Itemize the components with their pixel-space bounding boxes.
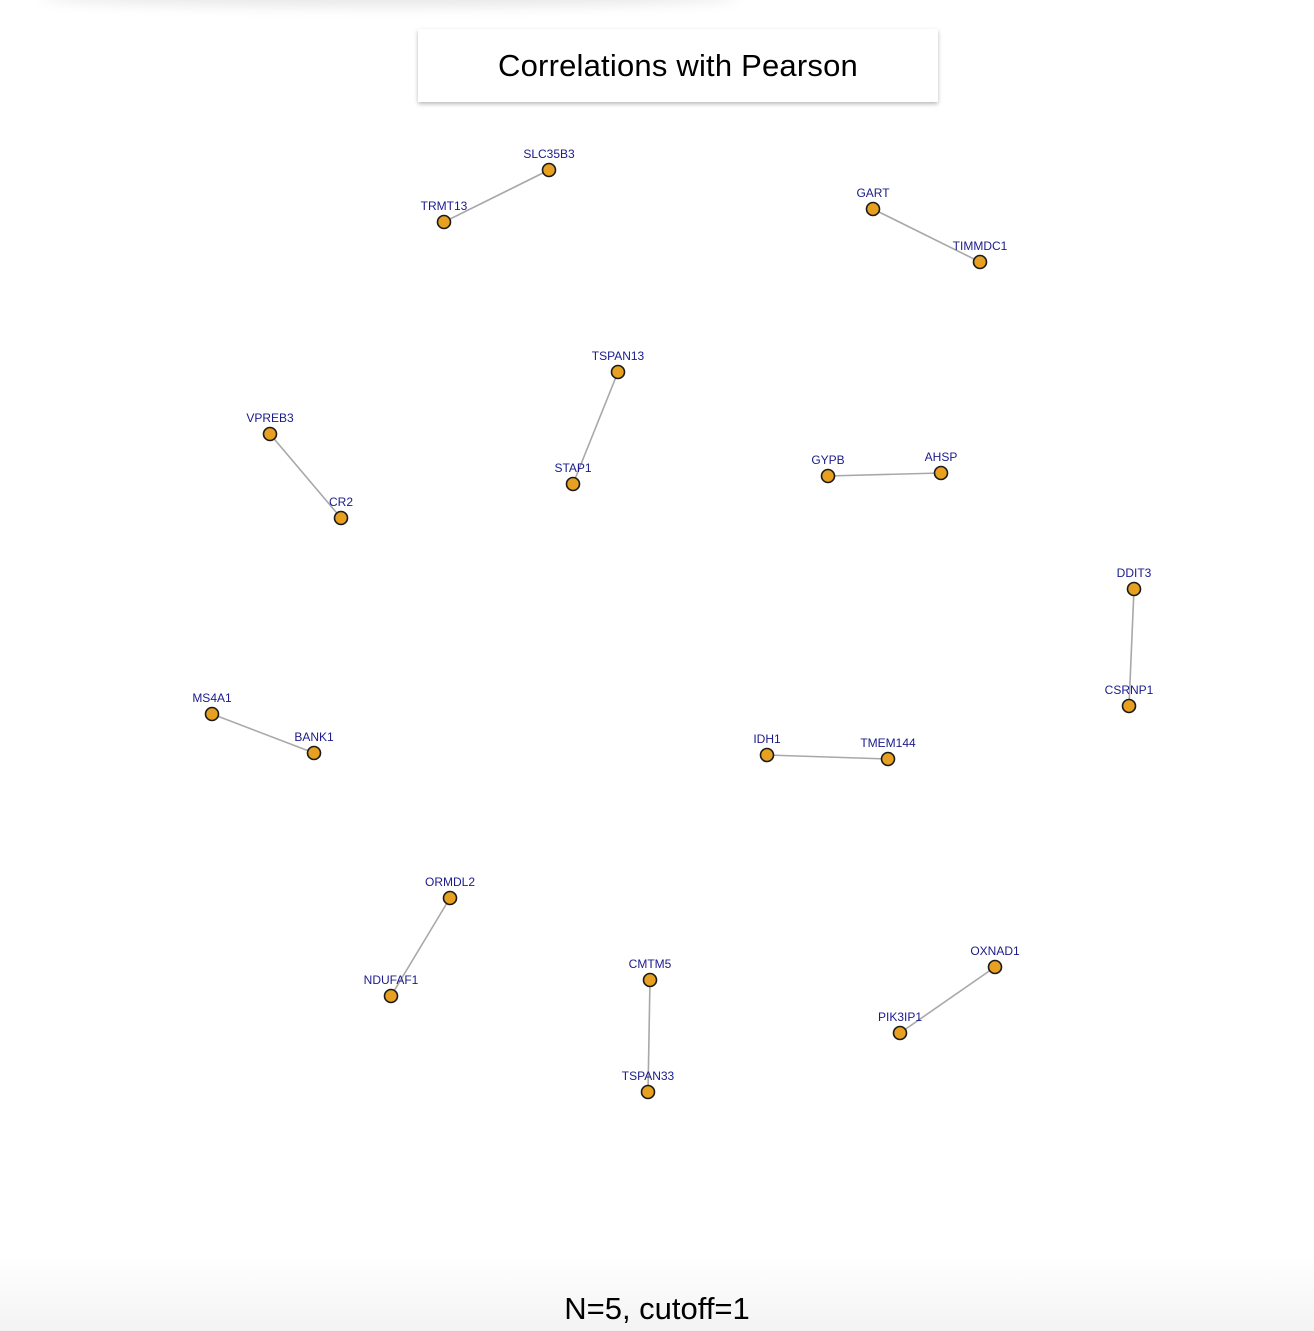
- node-tmem144[interactable]: [880, 751, 896, 767]
- edges-layer: [211, 169, 1135, 1093]
- edge-tspan13-stap1: [572, 371, 619, 485]
- node-label-vpreb3: VPREB3: [246, 411, 294, 425]
- node-label-gart: GART: [856, 186, 890, 200]
- node-ormdl2[interactable]: [442, 890, 458, 906]
- node-label-slc35b3: SLC35B3: [523, 147, 575, 161]
- edge-ormdl2-ndufaf1: [390, 897, 451, 997]
- title-box: Correlations with Pearson: [418, 29, 938, 102]
- edge-ddit3-csrnp1: [1128, 588, 1135, 707]
- edge-vpreb3-cr2: [269, 433, 342, 519]
- node-tspan33[interactable]: [640, 1084, 656, 1100]
- node-gart[interactable]: [865, 201, 881, 217]
- node-cr2[interactable]: [333, 510, 349, 526]
- node-label-tspan33: TSPAN33: [622, 1069, 675, 1083]
- node-label-cr2: CR2: [329, 495, 353, 509]
- node-ahsp[interactable]: [933, 465, 949, 481]
- edge-idh1-tmem144: [766, 754, 889, 760]
- edge-gypb-ahsp: [827, 472, 942, 477]
- edge-ms4a1-bank1: [211, 713, 315, 754]
- node-stap1[interactable]: [565, 476, 581, 492]
- graph-title: Correlations with Pearson: [498, 47, 858, 83]
- node-bank1[interactable]: [306, 745, 322, 761]
- node-label-stap1: STAP1: [554, 461, 591, 475]
- edge-slc35b3-trmt13: [443, 169, 550, 223]
- node-label-ndufaf1: NDUFAF1: [364, 973, 419, 987]
- node-label-trmt13: TRMT13: [421, 199, 468, 213]
- node-vpreb3[interactable]: [262, 426, 278, 442]
- node-label-gypb: GYPB: [811, 453, 844, 467]
- edge-cmtm5-tspan33: [647, 979, 651, 1093]
- edge-oxnad1-pik3ip1: [899, 966, 996, 1034]
- node-oxnad1[interactable]: [987, 959, 1003, 975]
- node-label-tspan13: TSPAN13: [592, 349, 645, 363]
- node-pik3ip1[interactable]: [892, 1025, 908, 1041]
- node-label-ormdl2: ORMDL2: [425, 875, 475, 889]
- node-ddit3[interactable]: [1126, 581, 1142, 597]
- node-label-pik3ip1: PIK3IP1: [878, 1010, 922, 1024]
- node-label-ms4a1: MS4A1: [192, 691, 232, 705]
- node-label-timmdc1: TIMMDC1: [953, 239, 1008, 253]
- node-label-idh1: IDH1: [753, 732, 781, 746]
- node-label-csrnp1: CSRNP1: [1105, 683, 1154, 697]
- node-trmt13[interactable]: [436, 214, 452, 230]
- node-ms4a1[interactable]: [204, 706, 220, 722]
- node-gypb[interactable]: [820, 468, 836, 484]
- node-label-ddit3: DDIT3: [1117, 566, 1152, 580]
- node-csrnp1[interactable]: [1121, 698, 1137, 714]
- node-label-cmtm5: CMTM5: [629, 957, 672, 971]
- edge-gart-timmdc1: [872, 208, 981, 263]
- node-label-oxnad1: OXNAD1: [970, 944, 1020, 958]
- node-timmdc1[interactable]: [972, 254, 988, 270]
- node-label-ahsp: AHSP: [925, 450, 958, 464]
- node-tspan13[interactable]: [610, 364, 626, 380]
- node-idh1[interactable]: [759, 747, 775, 763]
- node-label-bank1: BANK1: [294, 730, 334, 744]
- node-label-tmem144: TMEM144: [860, 736, 916, 750]
- footer-bar: N=5, cutoff=1: [0, 1256, 1314, 1332]
- node-slc35b3[interactable]: [541, 162, 557, 178]
- footer-caption: N=5, cutoff=1: [564, 1291, 750, 1326]
- node-cmtm5[interactable]: [642, 972, 658, 988]
- node-ndufaf1[interactable]: [383, 988, 399, 1004]
- nodes-layer: [204, 162, 1142, 1100]
